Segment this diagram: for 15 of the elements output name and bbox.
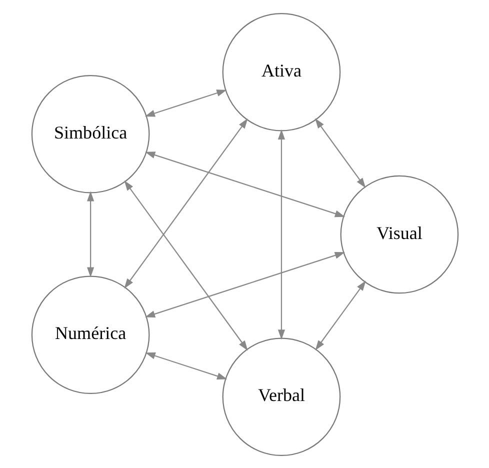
arrow — [144, 151, 345, 217]
node-circle: Simbólica — [30, 74, 150, 193]
arrow — [144, 89, 226, 116]
node-circle: Ativa — [222, 12, 340, 131]
arrow — [124, 118, 248, 288]
arrow — [144, 352, 227, 380]
arrow — [124, 180, 248, 350]
node-circle: Verbal — [222, 337, 340, 456]
node-circle: Numérica — [30, 275, 150, 394]
arrow — [314, 118, 366, 188]
arrow — [277, 128, 285, 340]
arrow — [86, 190, 94, 277]
node-circle: Visual — [340, 174, 458, 294]
arrow — [314, 280, 366, 350]
arrow — [144, 251, 345, 317]
